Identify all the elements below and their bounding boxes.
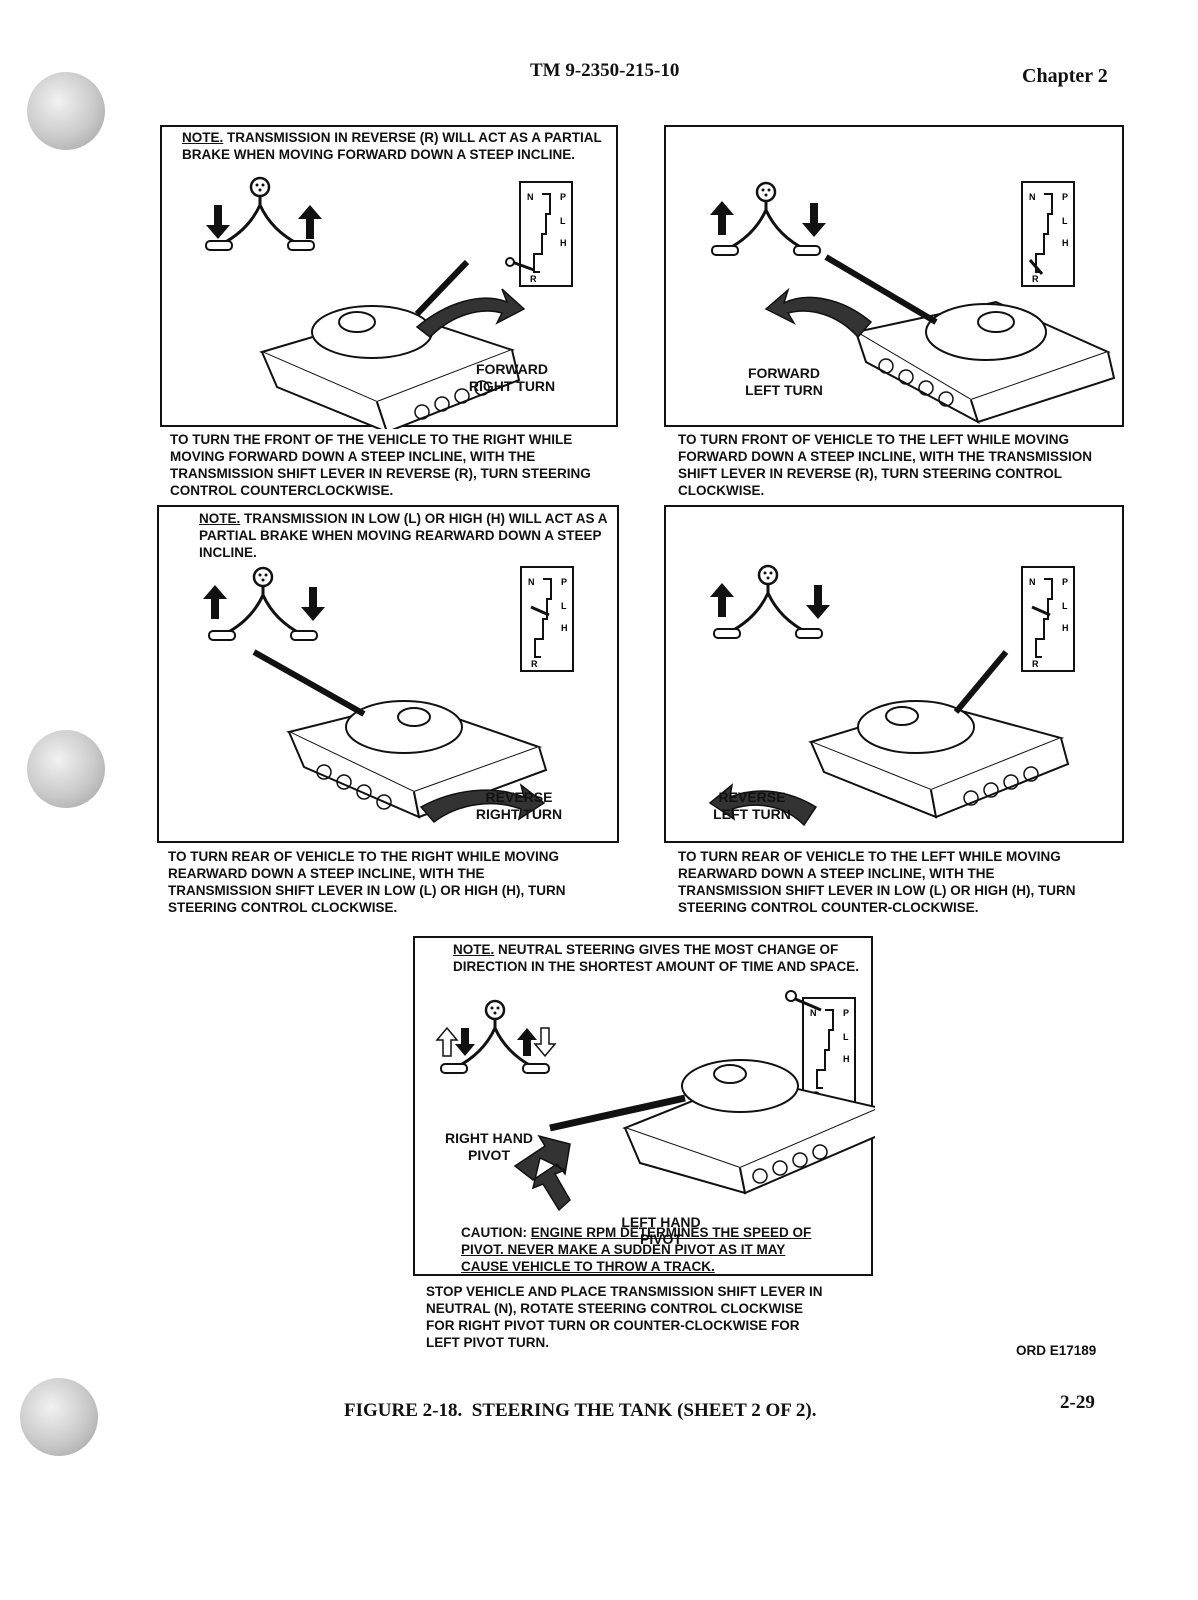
- steering-control-icon: [205, 176, 315, 251]
- panel-4-illustration: N P L H R: [708, 564, 1075, 827]
- steering-control-icon: [208, 566, 318, 641]
- turn-arrow-icon: [419, 783, 546, 824]
- shift-gate-icon: N P L H R: [520, 566, 574, 672]
- turn-arrow-icon: [764, 287, 873, 339]
- arrow-up-icon: [710, 201, 734, 235]
- svg-text:H: H: [1062, 623, 1069, 633]
- steering-control-icon: [713, 564, 823, 639]
- steering-control-icon: [711, 181, 821, 256]
- turn-arrow-icon: [708, 783, 818, 827]
- panel-5-illustration: N P L H R: [435, 990, 875, 1212]
- svg-text:L: L: [1062, 216, 1068, 226]
- turn-arrow-icon: [415, 288, 526, 338]
- panel-reverse-right-turn: N P L H R NOTE. TRANSMISSION IN LOW (L) …: [157, 505, 619, 843]
- svg-text:N: N: [1029, 577, 1036, 587]
- panel-1-illustration: N P L H R: [205, 176, 573, 429]
- caution-note: CAUTION: ENGINE RPM DETERMINES THE SPEED…: [461, 1225, 812, 1274]
- svg-text:L: L: [1062, 601, 1068, 611]
- svg-text:N: N: [1029, 192, 1036, 202]
- tank-illustration: [824, 254, 1116, 425]
- svg-text:H: H: [561, 623, 568, 633]
- panel-5-caption: STOP VEHICLE AND PLACE TRANSMISSION SHIF…: [426, 1284, 823, 1350]
- arrow-down-icon: [806, 585, 830, 619]
- svg-text:P: P: [1062, 192, 1068, 202]
- svg-text:L: L: [561, 601, 567, 611]
- svg-text:P: P: [560, 192, 566, 202]
- arrow-down-icon: [206, 205, 230, 239]
- panel-forward-right-turn: N P L H R NOTE. TRANSMISSION IN REVERSE …: [160, 125, 618, 429]
- arrow-down-icon: [455, 1028, 475, 1056]
- svg-text:R: R: [530, 274, 537, 284]
- svg-text:R: R: [1032, 659, 1039, 669]
- pivot-arrows-icon: [513, 1134, 571, 1212]
- arrow-down-icon: [802, 203, 826, 237]
- arrow-up-icon: [203, 585, 227, 619]
- svg-text:L: L: [560, 216, 566, 226]
- panel-2-caption: TO TURN FRONT OF VEHICLE TO THE LEFT WHI…: [678, 432, 1093, 498]
- chapter-label: Chapter 2: [1022, 65, 1108, 87]
- tank-illustration: [807, 650, 1070, 819]
- outline-arrow-up-icon: [435, 1026, 459, 1057]
- tank-illustration: [259, 259, 521, 429]
- svg-text:R: R: [531, 659, 538, 669]
- shift-gate-icon: N P L H R: [505, 181, 573, 287]
- arrow-up-icon: [298, 205, 322, 239]
- outline-arrow-down-icon: [533, 1027, 557, 1058]
- doc-number: TM 9-2350-215-10: [530, 60, 680, 81]
- steering-control-icon: [440, 999, 550, 1074]
- tank-illustration: [252, 649, 548, 819]
- panel-3-illustration: N P L H R: [203, 566, 574, 824]
- binder-hole-middle: [27, 730, 105, 808]
- panel-neutral-pivot: N P L H R NOTE. NEUTRAL STEERING GIVES T…: [413, 936, 875, 1276]
- panel-4-caption: TO TURN REAR OF VEHICLE TO THE LEFT WHIL…: [678, 849, 1076, 915]
- svg-text:N: N: [528, 577, 535, 587]
- figure-title: FIGURE 2-18. STEERING THE TANK (SHEET 2 …: [344, 1400, 817, 1421]
- svg-text:N: N: [527, 192, 534, 202]
- shift-gate-icon: N P L H R: [1021, 566, 1075, 672]
- arrow-up-icon: [710, 583, 734, 617]
- svg-text:N: N: [810, 1008, 817, 1018]
- page-number: 2-29: [1060, 1392, 1095, 1413]
- svg-text:L: L: [843, 1032, 849, 1042]
- panel-3-note: NOTE. TRANSMISSION IN LOW (L) OR HIGH (H…: [199, 511, 607, 560]
- panel-1-note: NOTE. TRANSMISSION IN REVERSE (R) WILL A…: [182, 130, 602, 162]
- tank-illustration: [549, 1059, 875, 1195]
- arrow-up-icon: [517, 1028, 537, 1056]
- panel-3-caption: TO TURN REAR OF VEHICLE TO THE RIGHT WHI…: [168, 849, 566, 915]
- svg-text:H: H: [560, 238, 567, 248]
- binder-hole-bottom: [20, 1378, 98, 1456]
- svg-text:H: H: [843, 1054, 850, 1064]
- svg-text:R: R: [1032, 274, 1039, 284]
- svg-text:P: P: [561, 577, 567, 587]
- svg-text:P: P: [1062, 577, 1068, 587]
- binder-hole-top: [27, 72, 105, 150]
- svg-text:P: P: [843, 1008, 849, 1018]
- shift-gate-icon: N P L H R: [785, 990, 856, 1103]
- panel-1-caption: TO TURN THE FRONT OF THE VEHICLE TO THE …: [170, 432, 591, 498]
- svg-text:H: H: [1062, 238, 1069, 248]
- shift-gate-icon: N P L H R: [1021, 181, 1075, 287]
- panel-2-illustration: N P L H R: [710, 181, 1116, 425]
- panel-5-note: NOTE. NEUTRAL STEERING GIVES THE MOST CH…: [453, 942, 860, 974]
- arrow-down-icon: [301, 587, 325, 621]
- ord-number: ORD E17189: [1016, 1343, 1097, 1358]
